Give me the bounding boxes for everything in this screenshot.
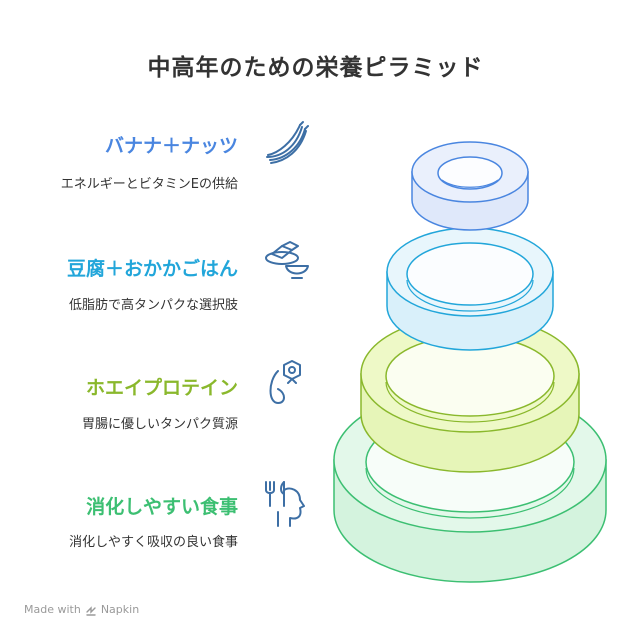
footer-credit: Made with Napkin [24, 603, 139, 616]
ring-tier-2-cyan [386, 227, 554, 351]
item-heading-tofu-rice: 豆腐＋おかかごはん [66, 258, 238, 280]
napkin-logo-icon [86, 605, 96, 616]
banana-icon [266, 121, 309, 164]
item-description-digestible-meal: 消化しやすく吸収の良い食事 [69, 535, 238, 550]
footer-brand: Napkin [100, 603, 140, 616]
item-heading-banana-nuts: バナナ＋ナッツ [104, 135, 238, 157]
page-title: 中高年のための栄養ピラミッド [147, 55, 484, 81]
item-description-tofu-rice: 低脂肪で高タンパクな選択肢 [68, 298, 238, 313]
protein-shaker-icon [269, 360, 301, 404]
tofu-rice-bowl-icon [265, 241, 309, 279]
head-utensils-icon [265, 481, 305, 527]
item-heading-whey-protein: ホエイプロテイン [85, 377, 238, 399]
item-description-whey-protein: 胃腸に優しいタンパク質源 [81, 417, 238, 432]
item-description-banana-nuts: エネルギーとビタミンEの供給 [60, 177, 238, 192]
ring-tier-1-blue [411, 141, 529, 231]
item-heading-digestible-meal: 消化しやすい食事 [86, 496, 238, 518]
footer-made-with: Made with [24, 603, 81, 616]
ring-tier-3-lime [360, 315, 580, 473]
